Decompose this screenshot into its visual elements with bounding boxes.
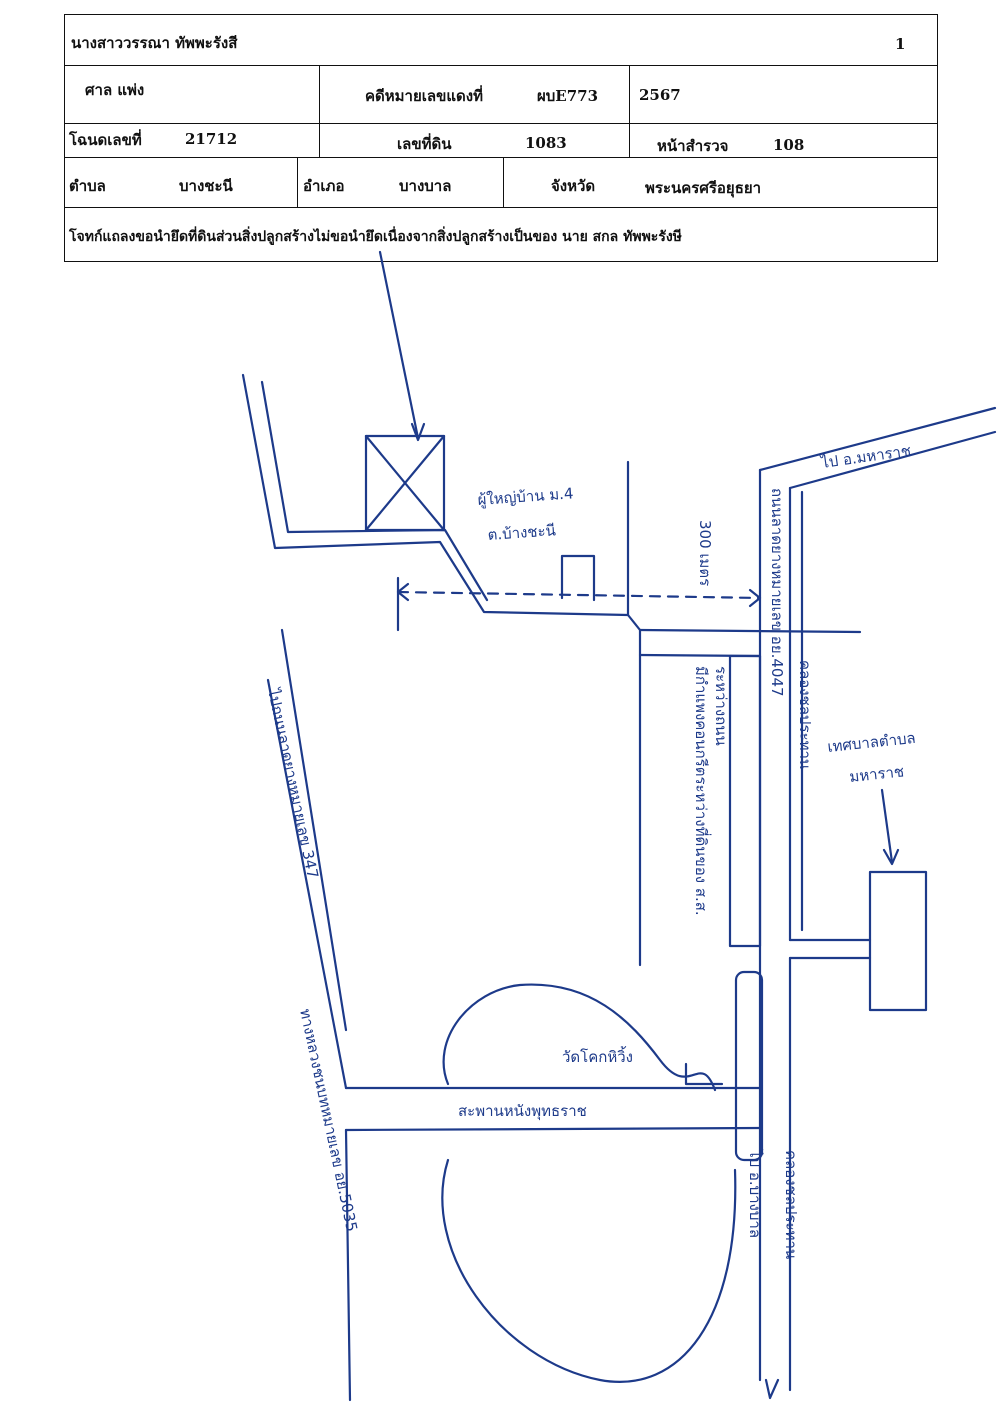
village-office-label-2: ต.บ้างชะนี	[487, 521, 556, 544]
court-label: ศาล แพ่ง	[85, 81, 145, 99]
seizure-note: โจทก์แถลงขอนำยึดที่ดินส่วนสิ่งปลูกสร้างไ…	[69, 229, 682, 245]
red-case-label: คดีหมายเลขแดงที่	[365, 87, 483, 105]
west-road-label: ไปถนนลาดยางหมายเลข 347	[264, 686, 322, 880]
header-row-3: โฉนดเลขที่ 21712 เลขที่ดิน 1083 หน้าสำรว…	[64, 124, 938, 158]
land-number-label: เลขที่ดิน	[397, 135, 452, 153]
east-canal-label-2: คลองชลประทาน	[782, 1150, 800, 1259]
province-value: พระนครศรีอยุธยา	[645, 179, 762, 197]
red-case-number: ผบE773	[537, 87, 599, 105]
east-road-label: ถนนลาดยางหมายเลข อย.4047	[768, 488, 786, 697]
header-row-2: ศาล แพ่ง คดีหมายเลขแดงที่ ผบE773 2567	[64, 66, 938, 124]
district-label: อำเภอ	[303, 177, 345, 195]
west-road-label-2: ทางหลวงชนบทหมายเลข อย.5035	[296, 1007, 361, 1233]
header-row-4: ตำบล บางชะนี อำเภอ บางบาล จังหวัด พระนคร…	[64, 158, 938, 208]
page-number: 1	[895, 35, 906, 53]
district-value: บางบาล	[399, 177, 452, 195]
survey-page-label: หน้าสำรวจ	[657, 137, 729, 155]
municipal-office-label-2: มหาราช	[849, 762, 905, 786]
village-office-label: ผู้ใหญ่บ้าน ม.4	[477, 484, 574, 509]
province-label: จังหวัด	[551, 177, 596, 195]
pointer-arrow	[378, 250, 420, 440]
to-bang-ban-label: ไป อ.บางบาล	[746, 1149, 764, 1238]
party-name: นางสาววรรณา ทัพพะรังสี	[71, 34, 238, 52]
header-row-5: โจทก์แถลงขอนำยึดที่ดินส่วนสิ่งปลูกสร้างไ…	[64, 208, 938, 262]
temple-label: วัดโคกหิวิ้ง	[562, 1046, 633, 1066]
header-row-1: นางสาววรรณา ทัพพะรังสี 1	[64, 14, 938, 66]
bottom-road-label: สะพานหนังพุทธราช	[458, 1102, 587, 1121]
distance-label: 300 เมตร	[696, 520, 714, 586]
deed-number: 21712	[185, 130, 238, 148]
case-year: 2567	[639, 86, 681, 104]
municipal-office-label: เทศบาลตำบล	[827, 729, 917, 756]
subdistrict-label: ตำบล	[69, 177, 106, 195]
inner-canal-label-2: ระหว่างถนน	[712, 666, 730, 746]
survey-page-number: 108	[773, 136, 805, 154]
east-canal-label: คลองชลประทาน	[796, 660, 814, 769]
land-number: 1083	[525, 134, 567, 152]
inner-canal-label: มีกำแพงคอนกรีตระหว่างที่ดินของ ส.ส.	[692, 666, 712, 916]
subdistrict-value: บางชะนี	[179, 177, 233, 195]
deed-label: โฉนดเลขที่	[69, 131, 142, 149]
